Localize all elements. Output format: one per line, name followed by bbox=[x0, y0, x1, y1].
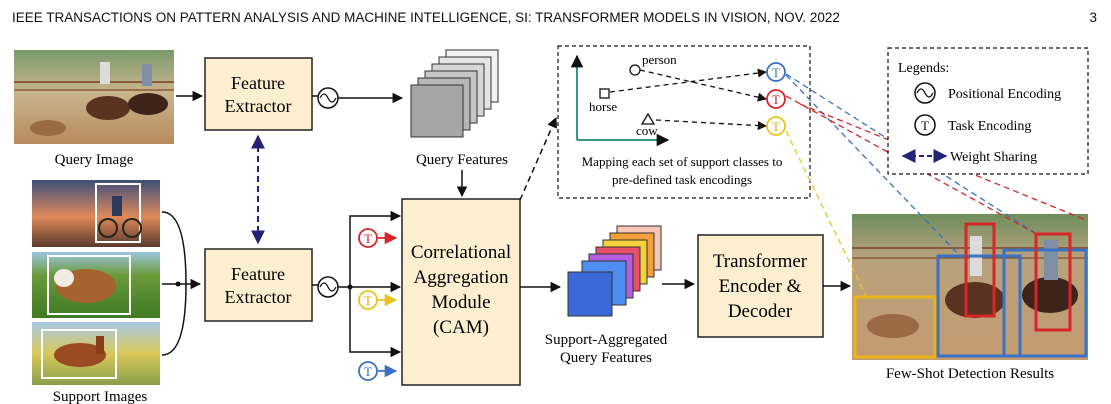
svg-text:T: T bbox=[364, 231, 372, 246]
support-image-cow bbox=[32, 252, 160, 318]
cow-point bbox=[640, 112, 656, 125]
svg-text:T: T bbox=[772, 92, 780, 107]
svg-text:T: T bbox=[364, 293, 372, 308]
legend-weight: Weight Sharing bbox=[950, 150, 1037, 165]
task-encoding-blue-icon: T bbox=[766, 62, 786, 82]
mapping-caption-1: Mapping each set of support classes to bbox=[582, 154, 783, 169]
cam-label-4: (CAM) bbox=[433, 317, 489, 338]
person-point bbox=[629, 64, 641, 76]
task-encoding-red-icon: T bbox=[358, 228, 378, 248]
support-aggregated-label-2: Query Features bbox=[560, 350, 652, 366]
task-encoding-blue-icon: T bbox=[358, 361, 378, 381]
cam-label-2: Aggregation bbox=[414, 267, 509, 288]
svg-text:T: T bbox=[772, 65, 780, 80]
horse-label: horse bbox=[589, 99, 617, 114]
support-images-label: Support Images bbox=[53, 389, 148, 404]
results-label: Few-Shot Detection Results bbox=[886, 366, 1054, 382]
support-aggregated-stack bbox=[567, 225, 662, 317]
person-label: person bbox=[642, 52, 677, 67]
transformer-encoder-decoder bbox=[697, 234, 824, 338]
svg-text:T: T bbox=[772, 119, 780, 134]
cam-module bbox=[401, 198, 521, 386]
task-encoding-yellow-icon: T bbox=[766, 116, 786, 136]
transformer-label-3: Decoder bbox=[728, 301, 793, 322]
feature-extractor-support-label-2: Extractor bbox=[225, 287, 292, 307]
svg-text:T: T bbox=[921, 118, 929, 133]
query-image bbox=[14, 50, 174, 144]
journal-header: IEEE TRANSACTIONS ON PATTERN ANALYSIS AN… bbox=[12, 10, 840, 25]
positional-encoding-icon bbox=[317, 276, 339, 298]
support-image-horse bbox=[32, 322, 160, 385]
positional-encoding-icon bbox=[914, 82, 936, 104]
transformer-label-1: Transformer bbox=[713, 251, 808, 272]
feature-extractor-query-label-2: Extractor bbox=[225, 96, 292, 116]
support-image-person bbox=[32, 180, 160, 247]
task-encoding-yellow-icon: T bbox=[358, 290, 378, 310]
svg-text:T: T bbox=[364, 364, 372, 379]
legend-title: Legends: bbox=[898, 61, 949, 76]
task-encoding-icon: T bbox=[914, 114, 936, 136]
feature-extractor-query bbox=[204, 57, 313, 131]
query-features-label: Query Features bbox=[416, 152, 508, 168]
cam-label-3: Module bbox=[431, 292, 490, 313]
task-encoding-red-icon: T bbox=[766, 89, 786, 109]
page-number: 3 bbox=[1089, 10, 1097, 25]
yellow-mapping-line bbox=[785, 130, 867, 297]
detection-results-image bbox=[852, 214, 1088, 360]
horse-point bbox=[599, 88, 610, 99]
support-aggregated-label: Support-Aggregated bbox=[545, 332, 668, 348]
positional-encoding-icon bbox=[317, 87, 339, 109]
cow-label: cow bbox=[636, 123, 658, 138]
feature-extractor-support bbox=[204, 248, 313, 322]
transformer-label-2: Encoder & bbox=[719, 276, 802, 297]
cam-label-1: Correlational bbox=[411, 242, 511, 263]
legend-task: Task Encoding bbox=[948, 119, 1031, 134]
feature-extractor-query-label: Feature bbox=[231, 73, 285, 93]
query-image-label: Query Image bbox=[55, 152, 134, 168]
legend-positional: Positional Encoding bbox=[948, 87, 1061, 102]
mapping-caption-2: pre-defined task encodings bbox=[612, 172, 752, 187]
feature-extractor-support-label: Feature bbox=[231, 264, 285, 284]
query-features-stack bbox=[410, 49, 499, 138]
